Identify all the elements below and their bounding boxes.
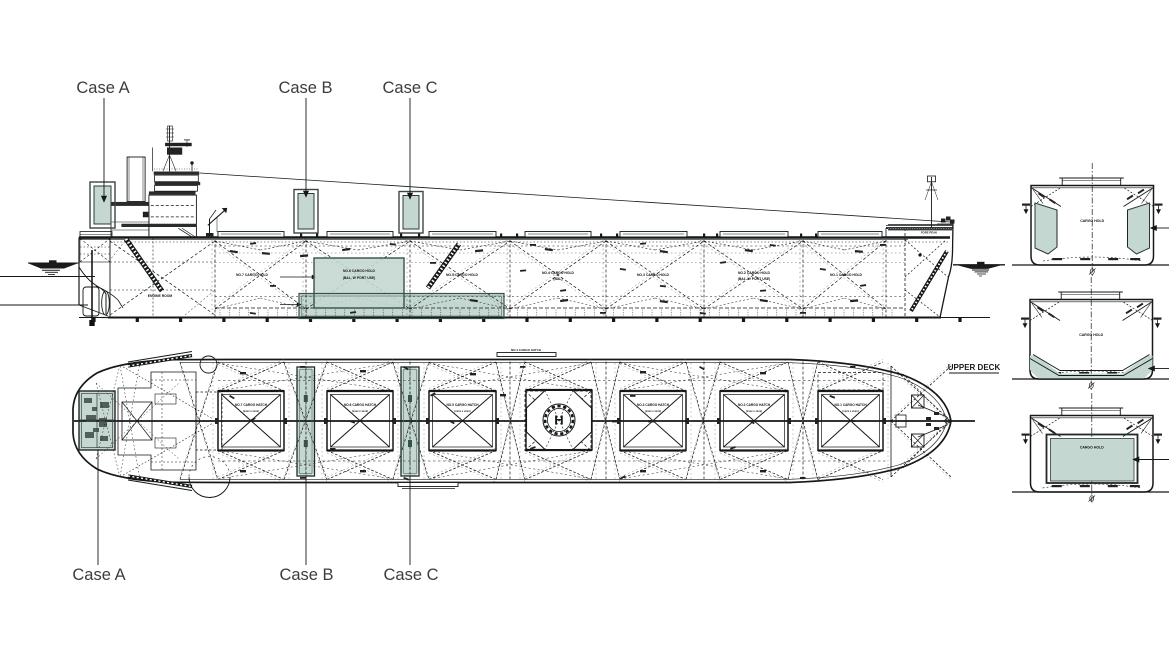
svg-text:ENGINE ROOM: ENGINE ROOM [148, 294, 173, 298]
svg-text:(xxxx x xxxx): (xxxx x xxxx) [454, 409, 470, 413]
svg-text:NO.1 CARGO HOLD: NO.1 CARGO HOLD [830, 273, 863, 277]
svg-text:FORE PEAK: FORE PEAK [921, 231, 937, 235]
svg-text:(BAL): (BAL) [553, 277, 562, 281]
svg-text:NO.6 CARGO HOLD: NO.6 CARGO HOLD [343, 269, 376, 273]
svg-text:Case B: Case B [279, 566, 333, 584]
svg-text:(xxxx x xxxx): (xxxx x xxxx) [352, 409, 368, 413]
svg-text:NO.4 CARGO HATCH: NO.4 CARGO HATCH [511, 348, 541, 352]
svg-text:Case C: Case C [383, 566, 438, 584]
svg-text:NO.5 CARGO HOLD: NO.5 CARGO HOLD [446, 273, 479, 277]
svg-text:NO.1 CARGO HATCH: NO.1 CARGO HATCH [835, 403, 868, 407]
svg-text:NO.2 CARGO HOLD: NO.2 CARGO HOLD [738, 271, 771, 275]
svg-text:Case B: Case B [278, 79, 332, 97]
svg-text:CARGO HOLD: CARGO HOLD [1079, 333, 1103, 337]
svg-text:NO.3 CARGO HATCH: NO.3 CARGO HATCH [637, 403, 670, 407]
svg-text:CARGO HOLD: CARGO HOLD [1080, 446, 1104, 450]
svg-text:(xxxx x xxxx): (xxxx x xxxx) [243, 409, 259, 413]
svg-text:Case A: Case A [72, 566, 125, 584]
svg-text:NO.7 CARGO HOLD: NO.7 CARGO HOLD [236, 273, 269, 277]
svg-text:(xxxx x xxxx): (xxxx x xxxx) [746, 409, 762, 413]
svg-text:H: H [554, 413, 563, 428]
svg-text:Case A: Case A [76, 79, 129, 97]
svg-text:(BAL. W PORT USE): (BAL. W PORT USE) [343, 276, 376, 280]
svg-text:NO.5 CARGO HATCH: NO.5 CARGO HATCH [447, 403, 480, 407]
svg-text:(xxxx x xxxx): (xxxx x xxxx) [842, 409, 858, 413]
svg-text:(xxxx x xxxx): (xxxx x xxxx) [645, 409, 661, 413]
svg-text:NO.7 CARGO HATCH: NO.7 CARGO HATCH [235, 403, 268, 407]
svg-text:(BAL. W PORT USE): (BAL. W PORT USE) [738, 277, 771, 281]
svg-text:NO.4 CARGO HOLD: NO.4 CARGO HOLD [542, 271, 575, 275]
svg-text:UPPER DECK: UPPER DECK [948, 363, 1001, 372]
svg-text:Case C: Case C [382, 79, 437, 97]
svg-text:NO.3 CARGO HOLD: NO.3 CARGO HOLD [637, 273, 670, 277]
svg-text:NO.2 CARGO HATCH: NO.2 CARGO HATCH [738, 403, 771, 407]
svg-text:CARGO HOLD: CARGO HOLD [1080, 219, 1104, 223]
svg-text:NO.6 CARGO HATCH: NO.6 CARGO HATCH [344, 403, 377, 407]
